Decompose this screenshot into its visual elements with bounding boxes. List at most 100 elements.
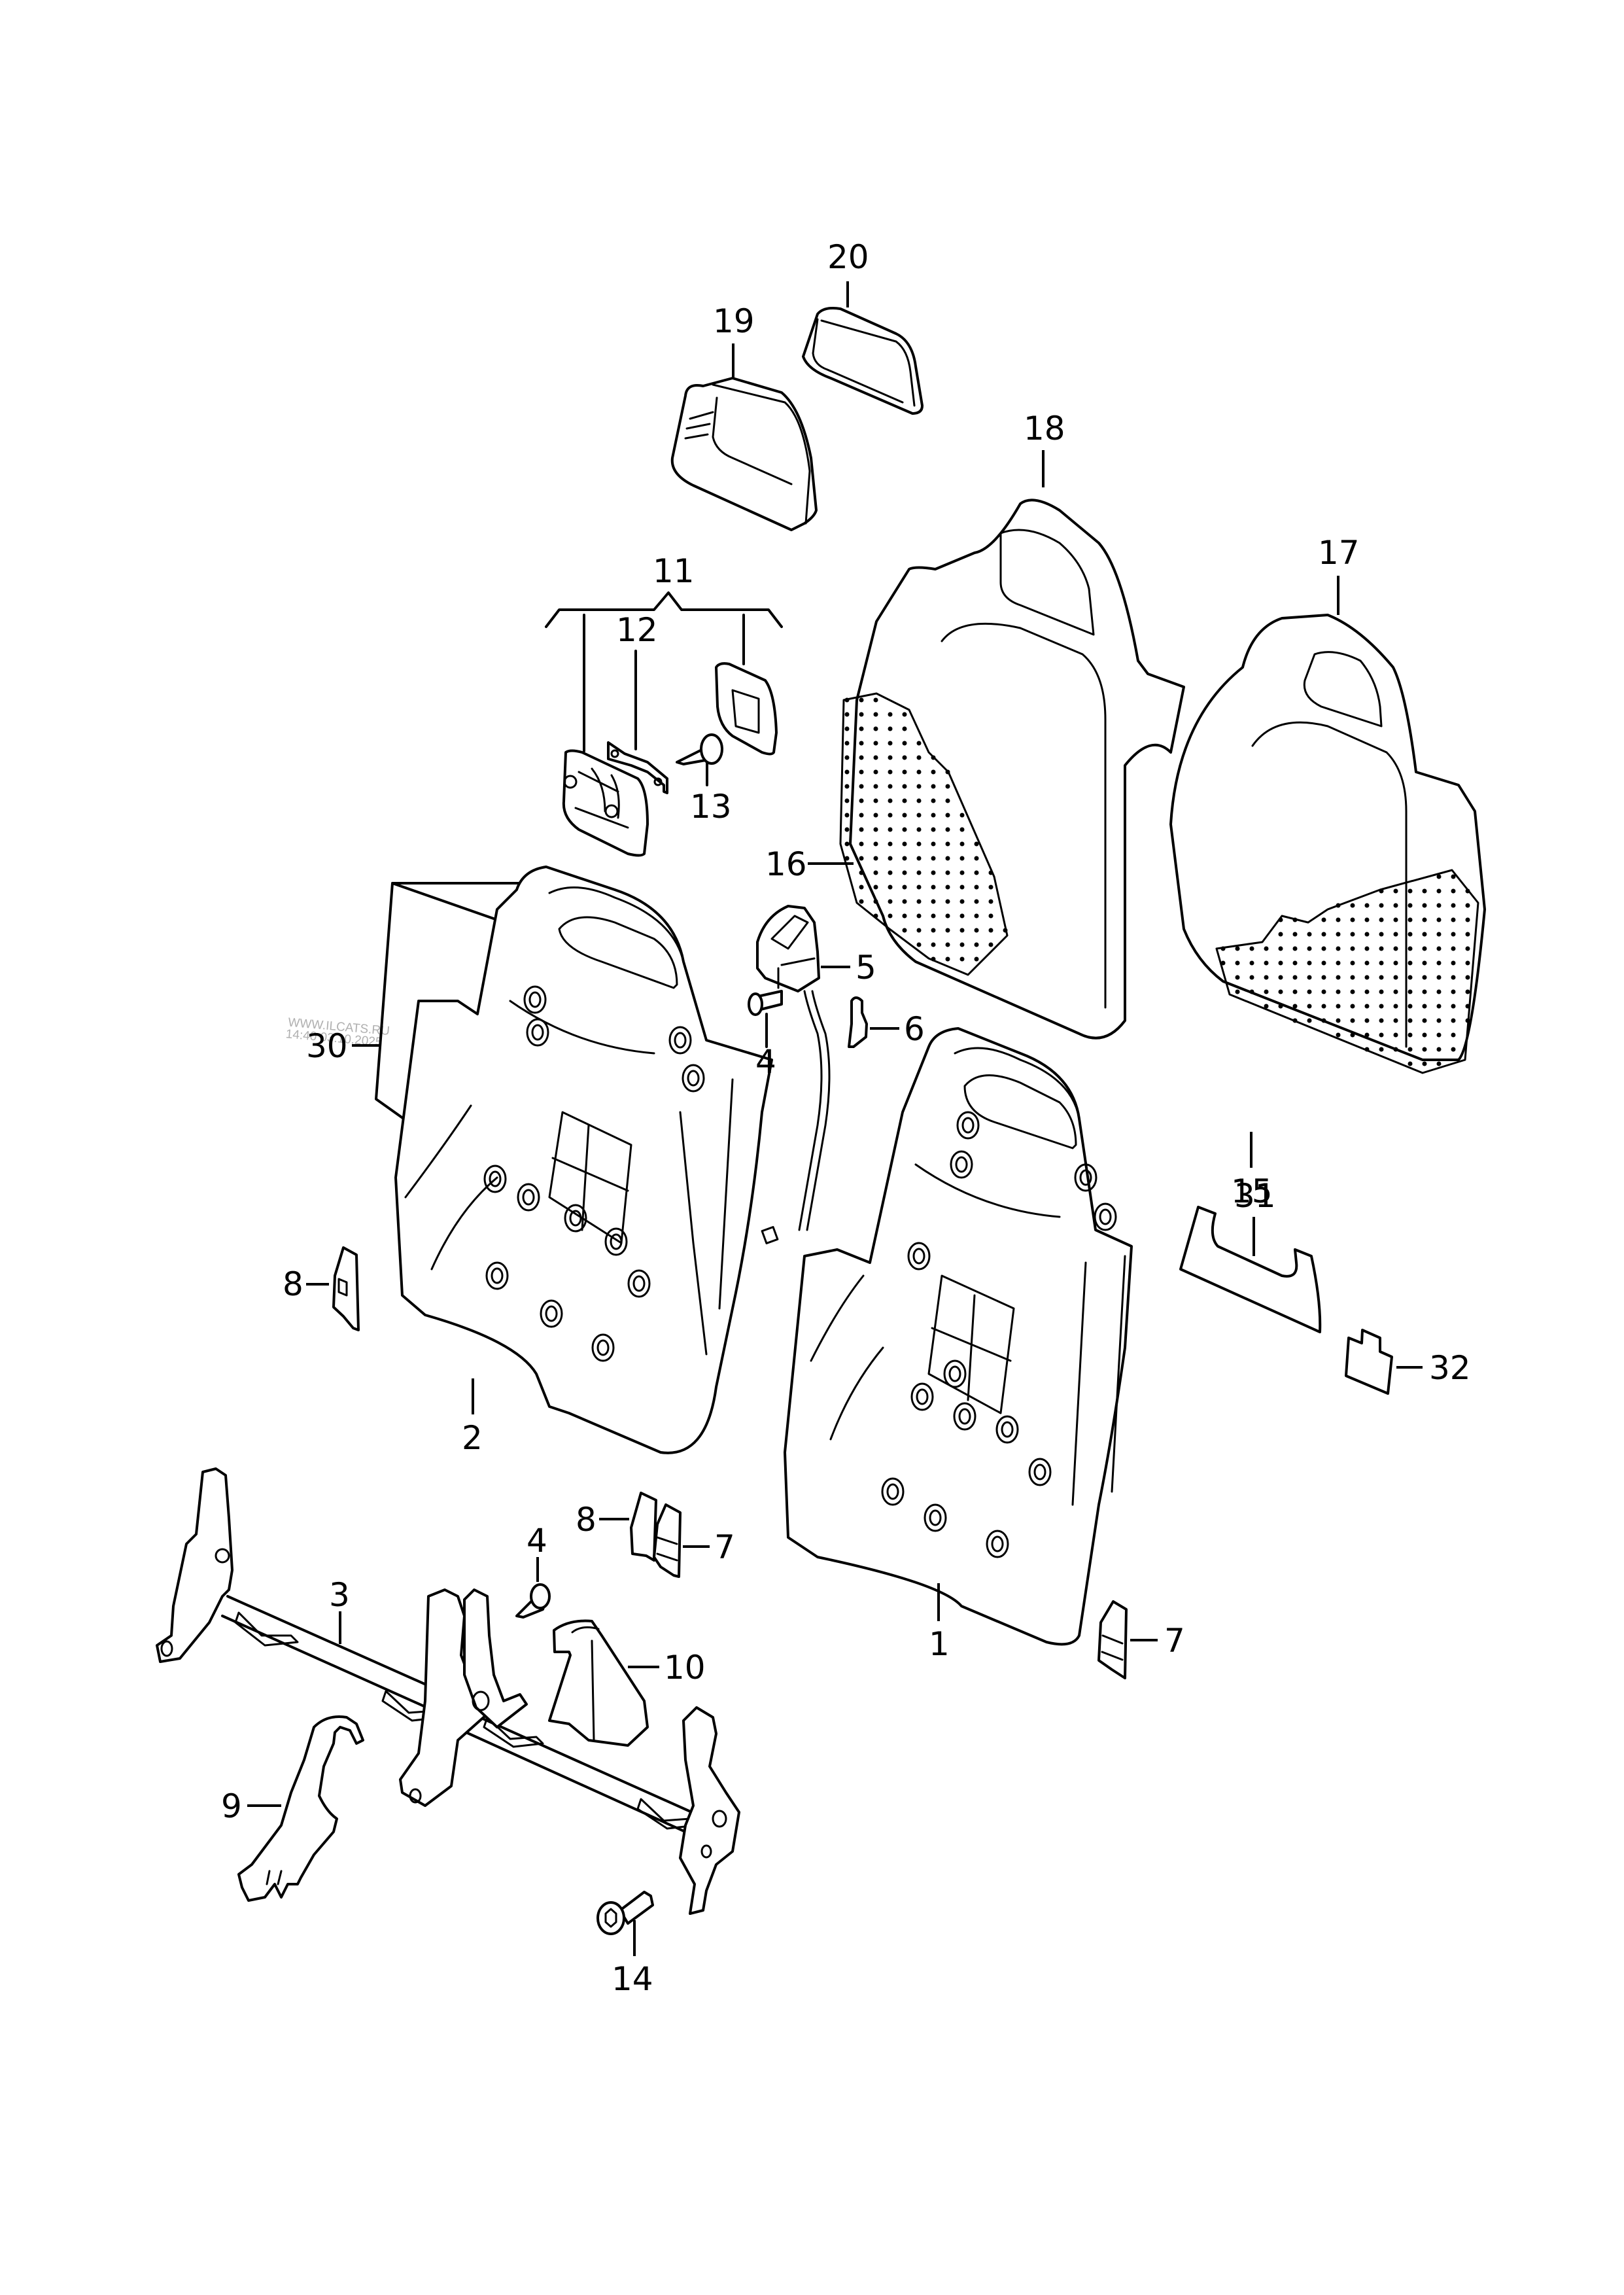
mounting-hole xyxy=(569,1210,582,1227)
callout-13[interactable]: 13 xyxy=(690,788,732,826)
padding-dot xyxy=(902,813,907,818)
part-4-screw-lower[interactable] xyxy=(515,1583,551,1619)
mounting-hole xyxy=(528,991,542,1008)
padding-dot xyxy=(1220,960,1226,966)
part-15-padding-right[interactable] xyxy=(1215,869,1479,1074)
callout-30[interactable]: 30 xyxy=(306,1027,348,1065)
part-2-backrest-frame-left[interactable] xyxy=(394,866,773,1454)
padding-dot xyxy=(974,870,979,875)
part-1-backrest-frame-right[interactable] xyxy=(784,1027,1133,1646)
part-32-insulation-pad[interactable] xyxy=(1345,1329,1393,1395)
padding-dot xyxy=(1264,975,1269,980)
hinge-right[interactable] xyxy=(679,1706,740,1915)
part-18-cover-left[interactable] xyxy=(849,499,1185,1040)
part-11-latch-set[interactable] xyxy=(545,591,783,857)
part-13-screw[interactable] xyxy=(676,733,723,786)
padding-dot xyxy=(1235,960,1240,966)
part-20-trim-ring[interactable] xyxy=(802,307,924,415)
padding-dot xyxy=(1278,960,1283,966)
mounting-hole xyxy=(596,1339,610,1356)
callout-14[interactable]: 14 xyxy=(612,1960,653,1998)
callout-6[interactable]: 6 xyxy=(904,1010,925,1048)
padding-dot xyxy=(1364,917,1370,922)
padding-dot xyxy=(873,798,878,803)
callout-18[interactable]: 18 xyxy=(1024,410,1065,447)
callout-17[interactable]: 17 xyxy=(1318,534,1360,572)
part-9-strap-bracket[interactable] xyxy=(237,1715,364,1902)
padding-dot xyxy=(931,813,936,818)
part-7-bracket-right[interactable] xyxy=(1097,1600,1128,1679)
padding-dot xyxy=(873,827,878,832)
callout-15[interactable]: 15 xyxy=(1231,1172,1273,1210)
callout-11[interactable]: 11 xyxy=(653,552,695,590)
padding-dot xyxy=(1436,903,1442,908)
padding-dot xyxy=(888,741,893,746)
part-19-trim-frame[interactable] xyxy=(670,377,818,531)
frame-1-mounting-holes xyxy=(881,1111,1117,1558)
callout-7-middle[interactable]: 7 xyxy=(714,1528,735,1566)
callout-8-middle[interactable]: 8 xyxy=(576,1501,596,1539)
part-14-bolt[interactable] xyxy=(596,1891,654,1935)
part-16-padding-left[interactable] xyxy=(839,692,1009,976)
callout-2[interactable]: 2 xyxy=(462,1419,483,1457)
part-8-bracket-left[interactable] xyxy=(332,1246,360,1331)
padding-dot xyxy=(1292,975,1298,980)
padding-dot xyxy=(844,798,850,803)
part-10-cover[interactable] xyxy=(548,1619,649,1747)
part-7-bracket-middle[interactable] xyxy=(653,1503,682,1578)
padding-dot xyxy=(902,870,907,875)
hinge-middle[interactable] xyxy=(399,1588,528,1807)
padding-dot xyxy=(931,885,936,890)
padding-dot xyxy=(1451,1004,1456,1009)
padding-dot xyxy=(1235,989,1240,994)
callout-1[interactable]: 1 xyxy=(929,1625,950,1663)
padding-dot xyxy=(1364,960,1370,966)
padding-dot xyxy=(859,813,864,818)
callout-12[interactable]: 12 xyxy=(616,611,658,649)
padding-dot xyxy=(859,841,864,847)
padding-dot xyxy=(902,856,907,861)
callout-32[interactable]: 32 xyxy=(1429,1349,1471,1387)
padding-dot xyxy=(931,841,936,847)
callout-7-right[interactable]: 7 xyxy=(1164,1622,1185,1660)
padding-dot xyxy=(959,913,965,919)
part-31-insulation-mat[interactable] xyxy=(1179,1206,1322,1333)
padding-dot xyxy=(1249,960,1254,966)
callout-5[interactable]: 5 xyxy=(855,949,876,987)
padding-dot xyxy=(959,870,965,875)
callout-4-lower[interactable]: 4 xyxy=(527,1522,547,1560)
mounting-hole xyxy=(1079,1169,1092,1186)
padding-dot xyxy=(1422,989,1427,994)
callout-31[interactable]: 31 xyxy=(1234,1177,1276,1215)
callout-3[interactable]: 3 xyxy=(329,1576,350,1614)
padding-dot xyxy=(873,841,878,847)
part-5-release-switch[interactable] xyxy=(756,905,831,1244)
padding-dot xyxy=(1364,932,1370,937)
callout-8-left[interactable]: 8 xyxy=(283,1265,303,1303)
part-12-plate[interactable] xyxy=(607,650,668,794)
part-4-screw-upper[interactable] xyxy=(748,990,783,1048)
part-8-bracket-middle[interactable] xyxy=(630,1492,657,1562)
callout-19[interactable]: 19 xyxy=(713,302,755,340)
padding-dot xyxy=(1422,888,1427,894)
padding-dot xyxy=(1408,989,1413,994)
padding-dot xyxy=(1292,1018,1298,1023)
padding-dot xyxy=(1336,1004,1341,1009)
padding-dot xyxy=(916,813,922,818)
hinge-left[interactable] xyxy=(156,1467,233,1663)
padding-dot xyxy=(902,827,907,832)
mounting-hole xyxy=(1028,1458,1052,1486)
padding-dot xyxy=(844,827,850,832)
padding-dot xyxy=(1465,1004,1470,1009)
callout-9[interactable]: 9 xyxy=(221,1787,242,1825)
padding-dot xyxy=(931,784,936,789)
padding-dot xyxy=(873,885,878,890)
callout-4-upper[interactable]: 4 xyxy=(755,1043,776,1081)
callout-20[interactable]: 20 xyxy=(827,238,869,276)
mounting-hole xyxy=(907,1242,931,1270)
part-17-cover-right[interactable] xyxy=(1169,614,1486,1061)
callout-10[interactable]: 10 xyxy=(664,1649,706,1687)
padding-dot xyxy=(844,755,850,760)
part-6-clip[interactable] xyxy=(848,996,868,1048)
callout-16[interactable]: 16 xyxy=(765,845,807,883)
